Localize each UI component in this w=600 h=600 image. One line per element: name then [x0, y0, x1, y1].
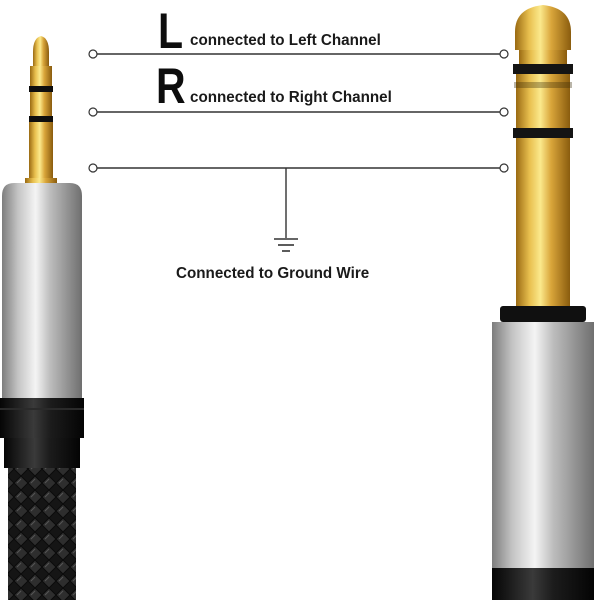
6.35mm-plug-icon	[492, 5, 594, 600]
3.5mm-plug-icon	[0, 36, 84, 600]
left-channel-label: connected to Left Channel	[190, 32, 381, 49]
right-channel-dot-left	[88, 107, 98, 117]
ground-dot-right	[499, 163, 509, 173]
right-channel-label: connected to Right Channel	[190, 89, 392, 106]
ground-dot-left	[88, 163, 98, 173]
ground-icon	[274, 238, 298, 252]
left-channel-dot-left	[88, 49, 98, 59]
ground-wire-label: Connected to Ground Wire	[176, 265, 370, 282]
right-channel-dot-right	[499, 107, 509, 117]
left-channel-dot-right	[499, 49, 509, 59]
left-channel-letter: L	[158, 3, 184, 59]
connection-lines	[88, 49, 509, 238]
right-channel-letter: R	[156, 58, 186, 114]
